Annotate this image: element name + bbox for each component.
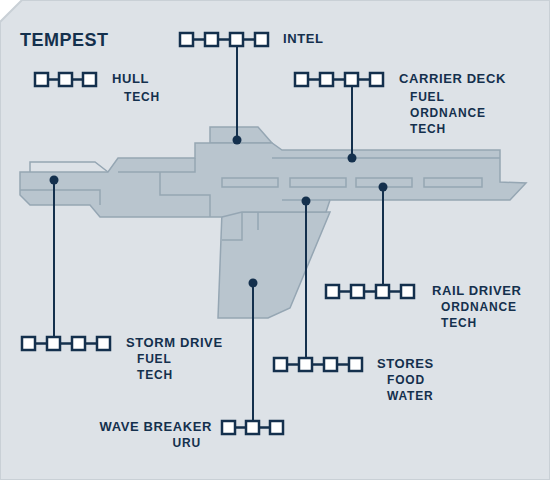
ship-title: TEMPEST (20, 30, 109, 50)
check-box (205, 33, 218, 46)
check-box (270, 421, 283, 434)
check-box (230, 33, 243, 46)
fin-plate (257, 212, 259, 230)
check-boxes (22, 33, 414, 434)
hull-plate (20, 190, 100, 205)
leader-dots (50, 136, 388, 288)
resource-tag: FOOD (387, 373, 425, 387)
hull-plate (30, 162, 108, 172)
leader-line (305, 201, 307, 358)
check-box (59, 73, 72, 86)
check-box (299, 358, 312, 371)
check-box (35, 73, 48, 86)
ship-hull (20, 127, 526, 318)
check-box (295, 73, 308, 86)
check-box (320, 73, 333, 86)
system-name: HULL (112, 72, 149, 86)
leader-dot (233, 136, 242, 145)
check-box (274, 358, 287, 371)
hull-slot (222, 178, 278, 187)
resource-tag: ORDNANCE (410, 106, 486, 120)
leader-line (351, 86, 353, 158)
leader-dot (249, 279, 258, 288)
check-box (222, 421, 235, 434)
check-box (72, 337, 85, 350)
ship-body (20, 143, 526, 217)
check-box (246, 421, 259, 434)
resource-tag: ORDNANCE (441, 300, 517, 314)
leader-dot (50, 176, 59, 185)
check-box (22, 337, 35, 350)
hull-plate (272, 157, 500, 159)
hull-plate (118, 158, 195, 172)
leader-line (382, 187, 384, 285)
resource-tag: TECH (137, 368, 173, 382)
check-box (376, 285, 389, 298)
check-box (326, 285, 339, 298)
check-box (349, 358, 362, 371)
check-box (401, 285, 414, 298)
system-name: STORM DRIVE (126, 336, 223, 350)
leader-line (252, 283, 254, 421)
resource-tag: FUEL (410, 90, 445, 104)
check-box (255, 33, 268, 46)
resource-tag: TECH (124, 90, 160, 104)
check-box (97, 337, 110, 350)
check-box (370, 73, 383, 86)
check-box (324, 358, 337, 371)
resource-tag: URU (173, 436, 201, 450)
ship-fin (218, 212, 330, 318)
hull-slot (290, 178, 346, 187)
check-box (83, 73, 96, 86)
system-name: CARRIER DECK (399, 72, 506, 86)
check-box (180, 33, 193, 46)
leader-dot (302, 197, 311, 206)
resource-tag: WATER (387, 389, 433, 403)
hull-plate (160, 172, 210, 217)
system-name: RAIL DRIVER (432, 284, 521, 298)
leader-lines (54, 46, 383, 421)
system-name: INTEL (283, 32, 324, 46)
leader-line (53, 180, 55, 337)
leader-dot (379, 183, 388, 192)
system-name: STORES (377, 357, 434, 371)
check-box (351, 285, 364, 298)
check-box (47, 337, 60, 350)
system-name: WAVE BREAKER (100, 420, 212, 434)
track-links (22, 40, 414, 428)
fin-plate (222, 212, 242, 240)
leader-line (236, 46, 238, 140)
check-box (345, 73, 358, 86)
resource-tag: TECH (410, 122, 446, 136)
resource-tag: FUEL (137, 352, 172, 366)
resource-tag: TECH (441, 316, 477, 330)
ship-detail (20, 158, 500, 240)
leader-dot (348, 154, 357, 163)
hull-slot (424, 178, 482, 187)
